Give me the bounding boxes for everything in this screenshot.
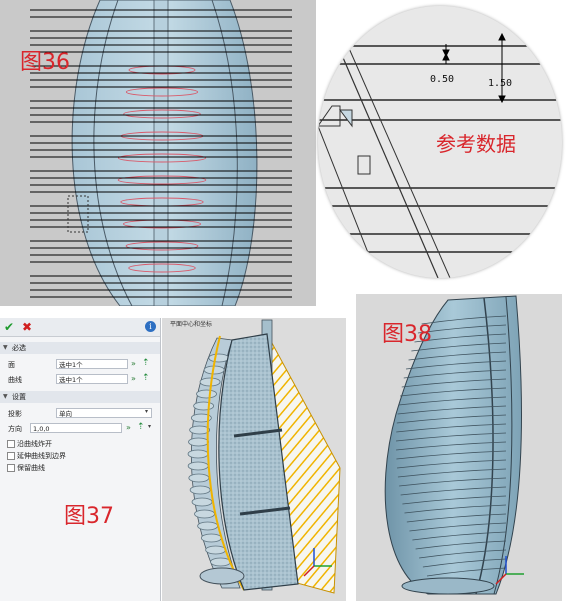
floor-band	[400, 486, 507, 496]
figure-38-viewport[interactable]: 图38	[356, 294, 562, 601]
section-required[interactable]: 必选	[0, 342, 160, 354]
close-icon[interactable]: ✖	[22, 320, 33, 334]
zoom-inset: 0.50 1.50 参考数据	[318, 6, 562, 278]
shell-rib	[196, 389, 217, 399]
pick-arrow-icon[interactable]: ⇡	[142, 358, 150, 368]
floor-band	[422, 558, 507, 568]
shell-rib	[205, 545, 227, 555]
fig37-label: 图37	[64, 504, 114, 529]
floor-band	[419, 549, 507, 559]
floor-band	[406, 513, 507, 523]
floor-band	[404, 504, 507, 514]
shell-rib	[187, 461, 209, 471]
figure-36-viewport[interactable]: 图36	[0, 0, 316, 306]
reference-label: 参考数据	[436, 132, 516, 156]
dropdown-arrow-icon[interactable]: ▾	[148, 423, 152, 430]
floor-band	[408, 351, 507, 361]
double-chevron-icon[interactable]: »	[126, 423, 131, 432]
shell-rib	[188, 437, 209, 447]
split-option: 沿曲线炸开	[17, 440, 52, 448]
projection-label: 投影	[8, 410, 22, 418]
keep-option: 保留曲线	[17, 464, 45, 472]
pick-arrow-icon[interactable]: ⇡	[137, 422, 145, 432]
fig38-label: 图38	[382, 322, 432, 347]
floor-band	[398, 396, 507, 406]
floor-band	[396, 450, 507, 460]
floor-ellipse	[117, 153, 207, 163]
figure-37-viewport[interactable]: 平面中心和坐标	[162, 318, 346, 601]
dropdown-arrow-icon[interactable]: ▾	[145, 408, 149, 415]
floor-band	[395, 432, 507, 442]
floor-band	[411, 342, 507, 352]
dimension-large: 1.50	[488, 78, 513, 89]
floor-band	[396, 441, 507, 451]
floor-band	[400, 387, 507, 397]
face-field[interactable]: 选中1个	[56, 359, 128, 369]
floor-band	[396, 459, 507, 469]
section-settings[interactable]: 设置	[0, 391, 160, 403]
floor-band	[396, 414, 507, 424]
floor-band	[399, 477, 507, 487]
dimension-small: 0.50	[430, 74, 455, 85]
floor-band	[415, 540, 507, 550]
face-label: 面	[8, 361, 15, 369]
viewport-title: 平面中心和坐标	[170, 321, 213, 328]
floor-band	[401, 378, 507, 388]
shell-rib	[187, 449, 209, 459]
double-chevron-icon[interactable]: »	[131, 374, 136, 383]
direction-field[interactable]: 1,0,0	[30, 423, 122, 433]
floor-band	[403, 369, 507, 379]
fig37-drawing	[187, 319, 341, 594]
floor-band	[402, 495, 507, 505]
pick-arrow-icon[interactable]: ⇡	[142, 373, 150, 383]
floor-band	[397, 468, 507, 478]
floor-band	[397, 405, 507, 415]
floor-band	[421, 315, 507, 325]
floor-band	[396, 423, 507, 433]
panel-toolbar: ✔ ✖ i	[0, 318, 160, 337]
shell-rib	[194, 509, 215, 519]
parameter-panel: ✔ ✖ i 必选 面 选中1个 » ⇡ 曲线 选中1个 » ⇡ 设置 投影 单向…	[0, 318, 161, 601]
shell-rib	[208, 353, 230, 363]
shell-rib	[210, 557, 231, 567]
axis-triad-icon	[303, 548, 332, 577]
shell-rib	[197, 521, 219, 531]
keep-checkbox[interactable]	[7, 464, 15, 472]
floor-band	[409, 522, 507, 532]
floor-band	[417, 324, 507, 334]
floor-band	[414, 333, 507, 343]
curve-field[interactable]: 选中1个	[56, 374, 128, 384]
floor-band	[426, 567, 507, 577]
floor-band	[412, 531, 507, 541]
check-icon[interactable]: ✔	[4, 320, 15, 334]
extend-option: 延伸曲线到边界	[17, 452, 66, 460]
shell-rib	[189, 425, 211, 435]
fig36-label: 图36	[20, 50, 70, 75]
shell-rib	[190, 413, 212, 423]
floor-ellipse	[123, 109, 201, 119]
shell-rib	[191, 497, 213, 507]
direction-label: 方向	[8, 425, 22, 433]
shell-rib	[200, 533, 222, 543]
double-chevron-icon[interactable]: »	[131, 359, 136, 368]
shell-rib	[188, 473, 210, 483]
split-checkbox[interactable]	[7, 440, 15, 448]
extend-checkbox[interactable]	[7, 452, 15, 460]
info-icon[interactable]: i	[145, 321, 156, 332]
shell-rib	[189, 485, 211, 495]
floor-ellipse	[125, 87, 199, 97]
fig38-drawing	[384, 295, 524, 595]
floor-band	[405, 360, 507, 370]
floor-ellipse	[128, 263, 196, 273]
shell-rib	[193, 401, 215, 411]
floor-ellipse	[125, 241, 199, 251]
curve-label: 曲线	[8, 376, 22, 384]
axis-triad-icon	[495, 556, 524, 585]
projection-select[interactable]: 单向	[56, 408, 152, 418]
fig36-drawing	[30, 0, 292, 306]
floor-ellipse	[117, 175, 207, 185]
